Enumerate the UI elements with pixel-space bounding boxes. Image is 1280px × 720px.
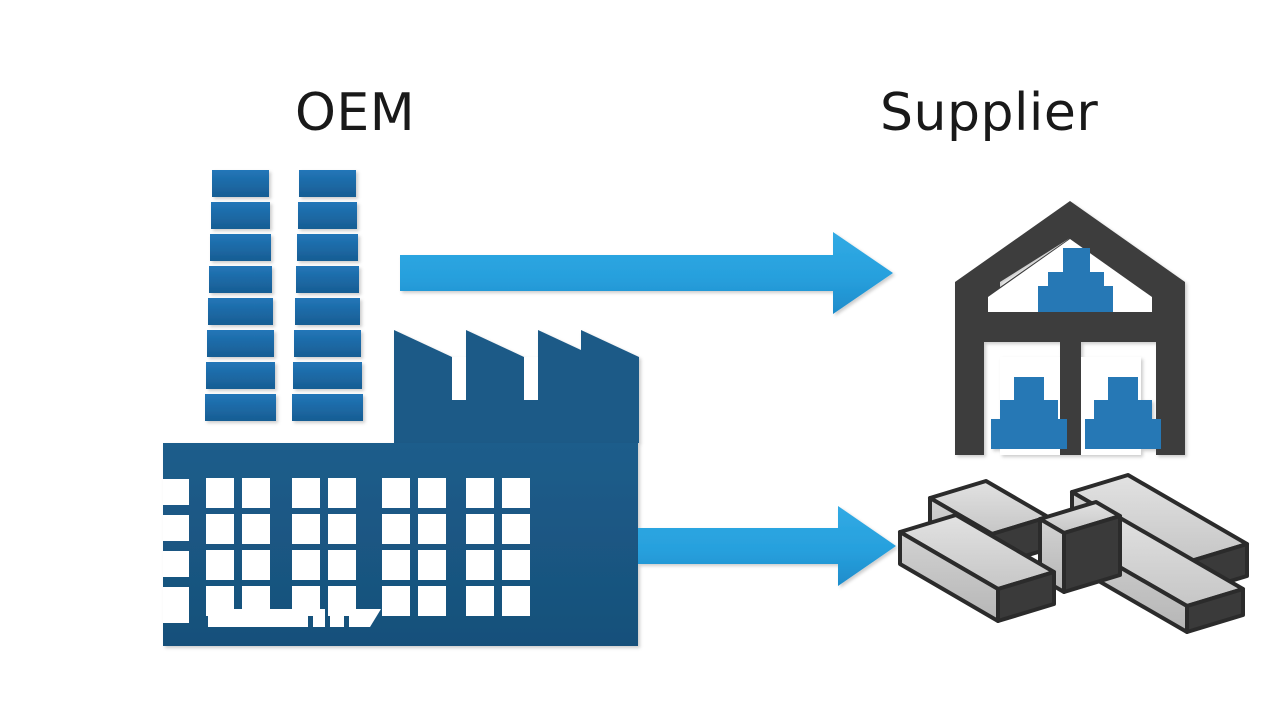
factory-window-grid bbox=[206, 478, 530, 616]
factory-main-building bbox=[163, 443, 638, 646]
warehouse-icon[interactable] bbox=[955, 201, 1185, 455]
factory-chimney-right bbox=[292, 170, 363, 421]
factory-icon[interactable] bbox=[163, 170, 639, 646]
factory-left-edge-notches bbox=[163, 479, 189, 623]
page-title-supplier: Supplier bbox=[880, 83, 1099, 143]
box-stack-top bbox=[1038, 248, 1113, 312]
box-stack-lower-right bbox=[1085, 377, 1161, 449]
factory-sawtooth-roof bbox=[394, 330, 639, 443]
arrow-top[interactable] bbox=[400, 232, 893, 314]
box-stack-lower-left bbox=[991, 377, 1067, 449]
steel-beams-icon[interactable] bbox=[898, 473, 1249, 634]
arrow-bottom[interactable] bbox=[638, 506, 896, 586]
steel-beam-2 bbox=[898, 513, 1056, 623]
page-title-oem: OEM bbox=[295, 83, 416, 143]
factory-chimney-left bbox=[205, 170, 276, 421]
factory-conveyor-bar bbox=[208, 609, 381, 627]
